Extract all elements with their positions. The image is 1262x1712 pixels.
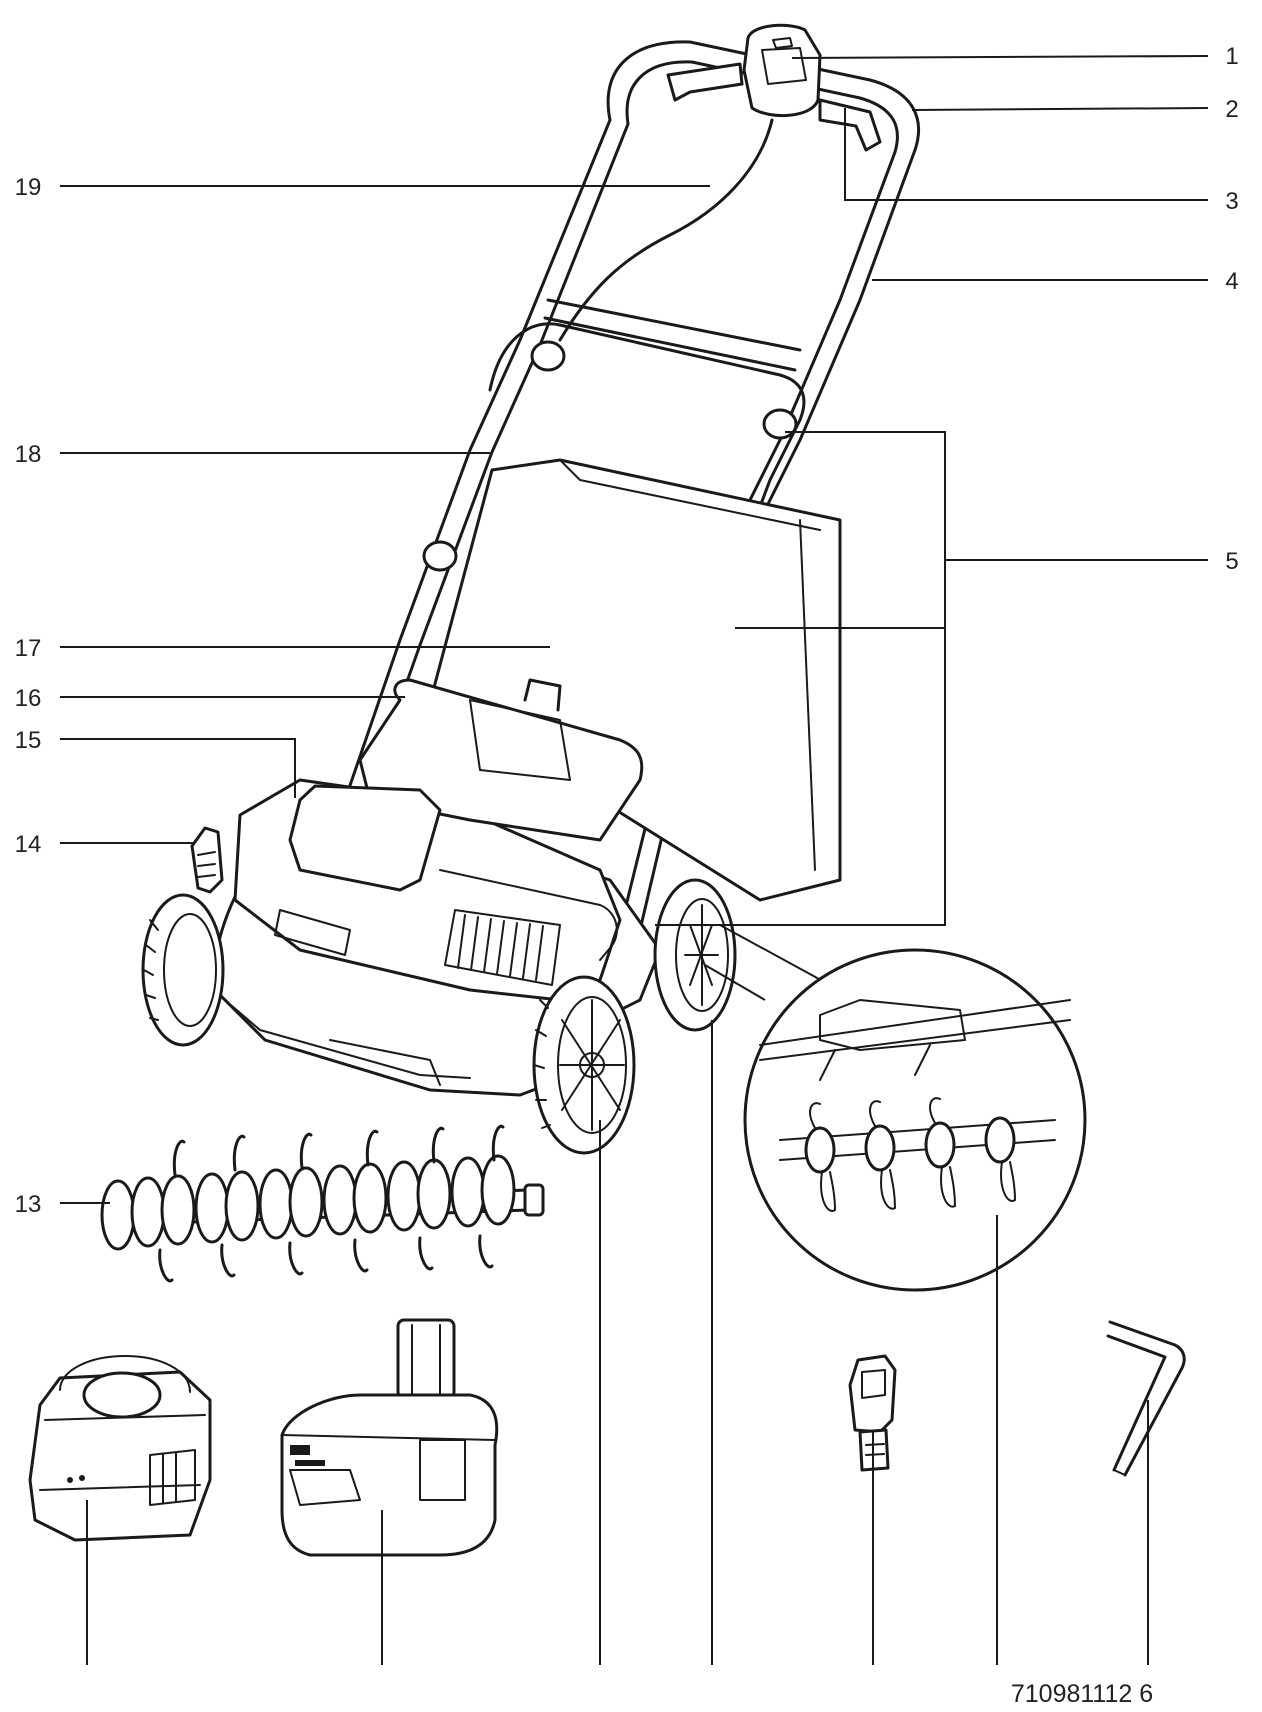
callout-labels: 1 2 3 4 5 13 14 15 16 17 18 19 [15,43,1239,1218]
callout-16: 16 [15,685,42,712]
callout-18: 18 [15,441,42,468]
wheels [141,878,737,1155]
callout-2: 2 [1225,96,1238,123]
leader-lines [60,55,1209,1665]
battery-pack [280,1318,499,1557]
callout-13: 13 [15,1191,42,1218]
callout-5: 5 [1225,548,1238,575]
hex-key [1106,1320,1186,1477]
callout-15: 15 [15,727,42,754]
scarifier-roller-detail [704,924,1087,1292]
callout-1: 1 [1225,43,1238,70]
height-adjuster [190,826,224,894]
callout-19: 19 [15,174,42,201]
callout-17: 17 [15,635,42,662]
callout-14: 14 [15,831,42,858]
battery-charger [28,1355,212,1542]
roller-discs [100,1154,516,1251]
callout-3: 3 [1225,188,1238,215]
spare-scarifier-roller [100,1124,545,1283]
document-code: 710981112 6 [1011,1680,1153,1708]
callout-4: 4 [1225,268,1238,295]
